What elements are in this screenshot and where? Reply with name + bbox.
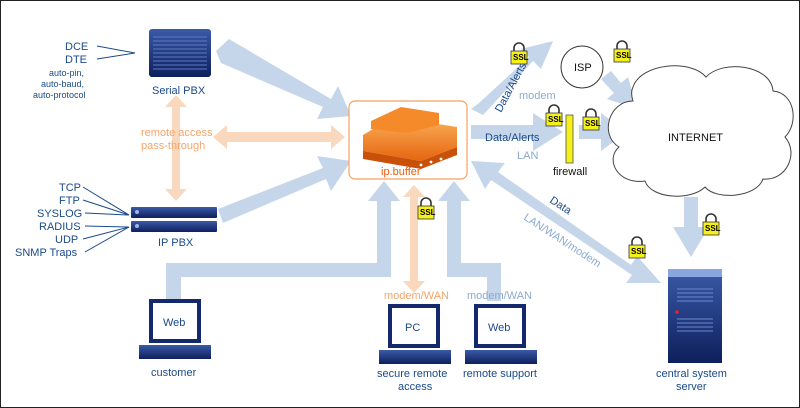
ssl-text-6: SSL (631, 247, 647, 256)
port-auto-pin: auto-pin, (49, 68, 84, 78)
ssl-text-4: SSL (585, 119, 601, 128)
secure-caption-2: access (398, 381, 433, 393)
firewall-label: firewall (553, 166, 587, 178)
arrow-support-to-ipbuffer (438, 181, 501, 301)
arrow-ipbuffer-to-firewall (471, 113, 563, 151)
arrow-server-ipbuffer (471, 161, 661, 283)
terminal-secure (379, 304, 451, 364)
link-label-lan: LAN (517, 150, 538, 162)
port-dce: DCE (65, 41, 88, 53)
central-server (668, 269, 722, 363)
ip-buffer-device (348, 100, 468, 180)
ssl-lock-5 (702, 213, 720, 236)
ssl-lock-3 (545, 104, 563, 127)
port-auto-baud: auto-baud, (41, 79, 84, 89)
ssl-text-3: SSL (548, 115, 564, 124)
port-dte: DTE (65, 54, 87, 66)
ssl-lock-6 (628, 236, 646, 259)
secure-caption-1: secure remote (377, 368, 447, 380)
link-label-modem-wan-2: modem/WAN (467, 290, 532, 302)
isp-label: ISP (574, 62, 592, 74)
blue-arrows (166, 39, 709, 301)
port-auto-protocol: auto-protocol (33, 90, 86, 100)
serial-port-lines (96, 45, 136, 60)
ssl-text-2: SSL (616, 51, 632, 60)
ssl-lock-2 (613, 40, 631, 63)
link-label-modem: modem (519, 90, 556, 102)
terminal-customer (139, 299, 211, 359)
serial-pbx-label: Serial PBX (152, 85, 206, 97)
ssl-text-1: SSL (513, 53, 529, 62)
protocol-tcp: TCP (59, 182, 81, 194)
arrow-ipbuffer-to-isp (471, 41, 553, 115)
ssl-text-7: SSL (420, 208, 436, 217)
orange-arrows (165, 95, 425, 293)
customer-screen-label: Web (163, 317, 185, 329)
support-caption: remote support (463, 368, 537, 380)
internet-cloud (607, 65, 794, 197)
isp-node (560, 45, 604, 89)
serial-pbx-device (149, 29, 211, 77)
secure-screen-label: PC (405, 322, 420, 334)
arrow-internet-to-server (673, 197, 709, 257)
arrow-pc-ipbuffer (403, 185, 425, 293)
protocol-syslog: SYSLOG (37, 208, 82, 220)
arrow-firewall-to-internet (579, 113, 627, 151)
remote-access-line2: pass-through (141, 140, 205, 152)
arrow-remote-access (213, 125, 345, 149)
server-caption-1: central system (656, 368, 727, 380)
ip-pbx-label: IP PBX (158, 237, 194, 249)
ip-protocol-lines (82, 186, 130, 253)
protocol-snmp: SNMP Traps (15, 247, 78, 259)
support-screen-label: Web (488, 322, 510, 334)
remote-access-line1: remote access (141, 127, 213, 139)
arrow-serial-ippbx (165, 95, 187, 201)
ip-buffer-label: ip.buffer (381, 166, 421, 178)
ssl-lock-7 (417, 197, 435, 220)
ip-pbx-device (131, 207, 217, 232)
link-label-modem-wan-1: modem/WAN (384, 290, 449, 302)
server-caption-2: server (676, 381, 707, 393)
terminal-support (465, 304, 537, 364)
ssl-lock-4 (582, 108, 600, 131)
protocol-ftp: FTP (59, 195, 80, 207)
arrow-isp-to-internet (601, 71, 637, 109)
customer-caption: customer (151, 367, 197, 379)
arrow-serial-to-ipbuffer (216, 39, 351, 119)
arrow-ippbx-to-ipbuffer (218, 156, 351, 223)
ssl-lock-1 (510, 42, 528, 65)
link-label-data-alerts-2: Data/Alerts (485, 132, 540, 144)
ssl-text-5: SSL (705, 224, 721, 233)
protocol-radius: RADIUS (39, 221, 81, 233)
internet-label: INTERNET (668, 132, 723, 144)
protocol-udp: UDP (55, 234, 78, 246)
firewall-bar (565, 114, 574, 164)
arrow-customer-to-ipbuffer (166, 181, 400, 301)
